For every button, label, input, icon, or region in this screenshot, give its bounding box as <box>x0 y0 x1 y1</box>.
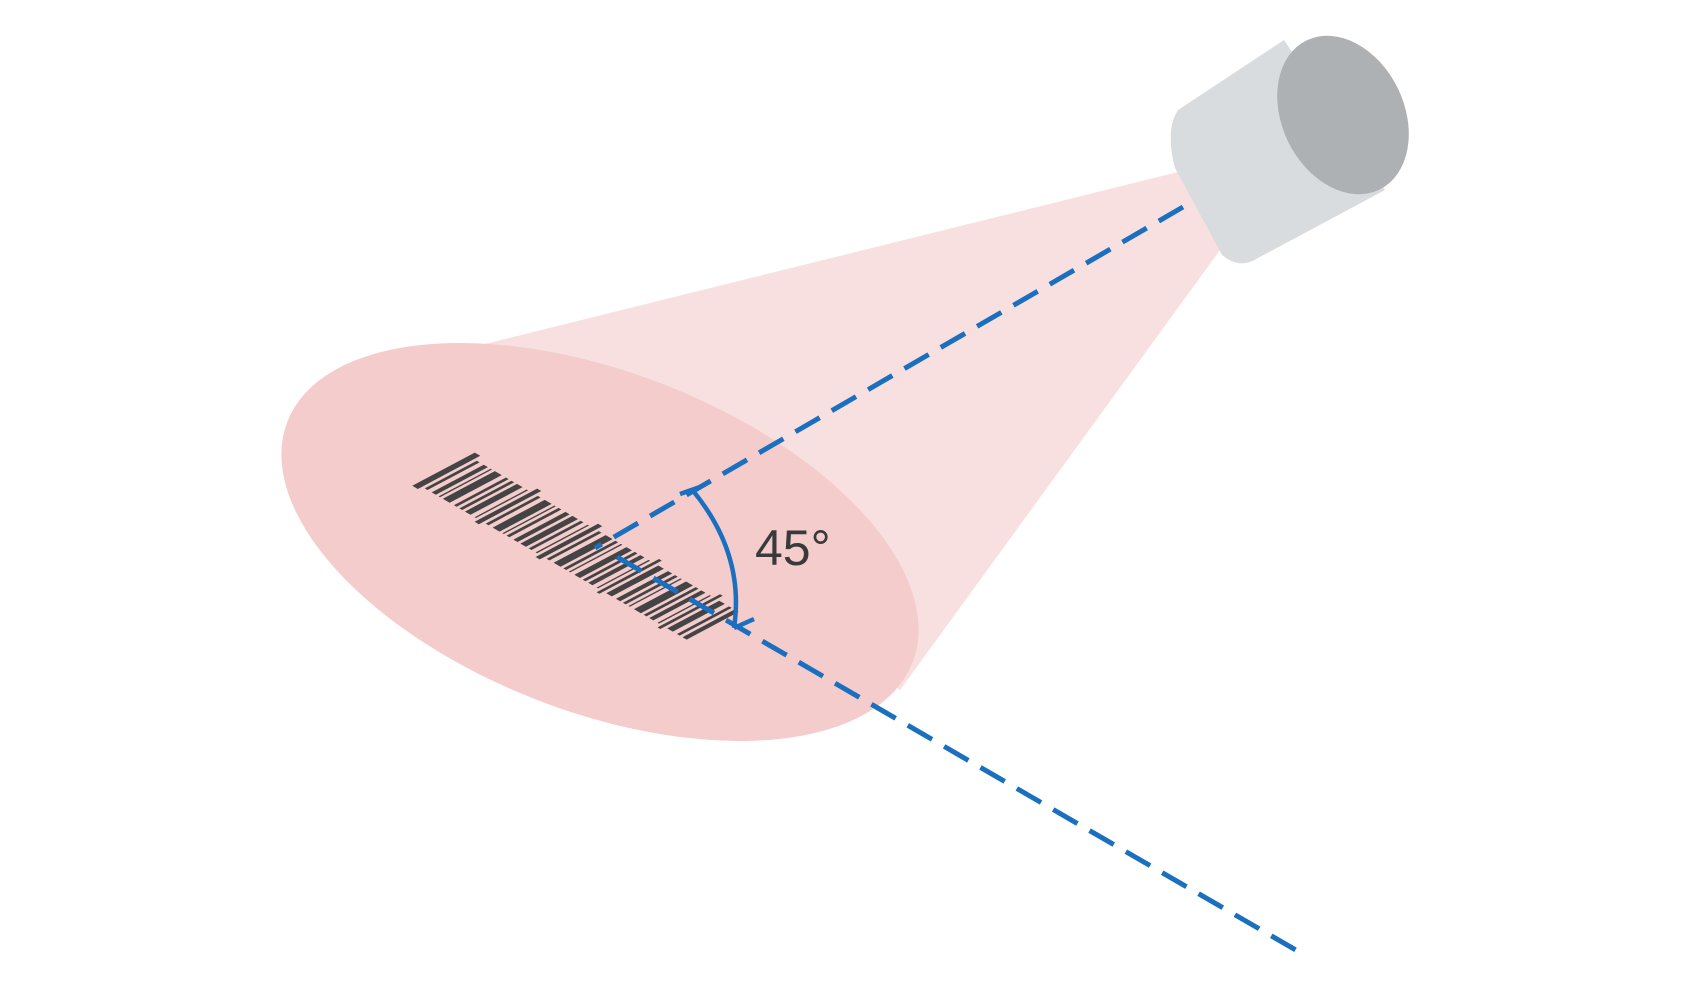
barcode-bar <box>676 606 732 636</box>
barcode-bar <box>553 535 613 567</box>
barcode-bar <box>528 520 584 550</box>
barcode-bar <box>464 483 523 515</box>
barcode-bar <box>563 540 619 570</box>
angle-tick-lower <box>733 616 755 631</box>
barcode-bar <box>492 499 552 532</box>
barcode-bar <box>643 587 699 617</box>
barcode-bar <box>485 495 541 526</box>
barcode-bar <box>424 460 480 490</box>
barcode-bar <box>459 480 515 510</box>
angle-arc <box>692 490 739 629</box>
barcode-bar <box>506 507 562 538</box>
barcode-bar <box>535 523 603 560</box>
barcode-bar <box>568 543 623 573</box>
angle-label: 45° <box>755 520 831 576</box>
scanner-icon <box>1170 35 1409 264</box>
barcode-bar <box>657 594 723 630</box>
barcode-bar <box>442 471 502 503</box>
barcode-bar <box>474 488 542 525</box>
barcode-bar <box>453 477 509 507</box>
scanner-body <box>1170 40 1385 264</box>
barcode-bar <box>535 524 590 554</box>
barcode-bar <box>596 558 662 594</box>
barcode-bar <box>513 511 570 542</box>
barcode-bar <box>474 489 529 518</box>
scanner-lens-face <box>1277 35 1409 195</box>
barcode-bar <box>606 565 664 597</box>
barcode-bar <box>682 609 739 640</box>
angle-indicator <box>679 484 755 631</box>
angle-tick-upper <box>679 484 701 497</box>
barcode-bar <box>502 505 556 534</box>
reflection-axis-line <box>615 554 1303 956</box>
barcode-bar <box>633 581 693 614</box>
barcode-bar <box>438 468 493 498</box>
barcode-bar <box>546 531 602 561</box>
barcode-bar <box>520 515 578 547</box>
barcode-bar <box>431 464 488 495</box>
barcode-bar <box>412 452 481 490</box>
beam-cone <box>400 172 1220 690</box>
barcode-bar <box>574 547 633 578</box>
